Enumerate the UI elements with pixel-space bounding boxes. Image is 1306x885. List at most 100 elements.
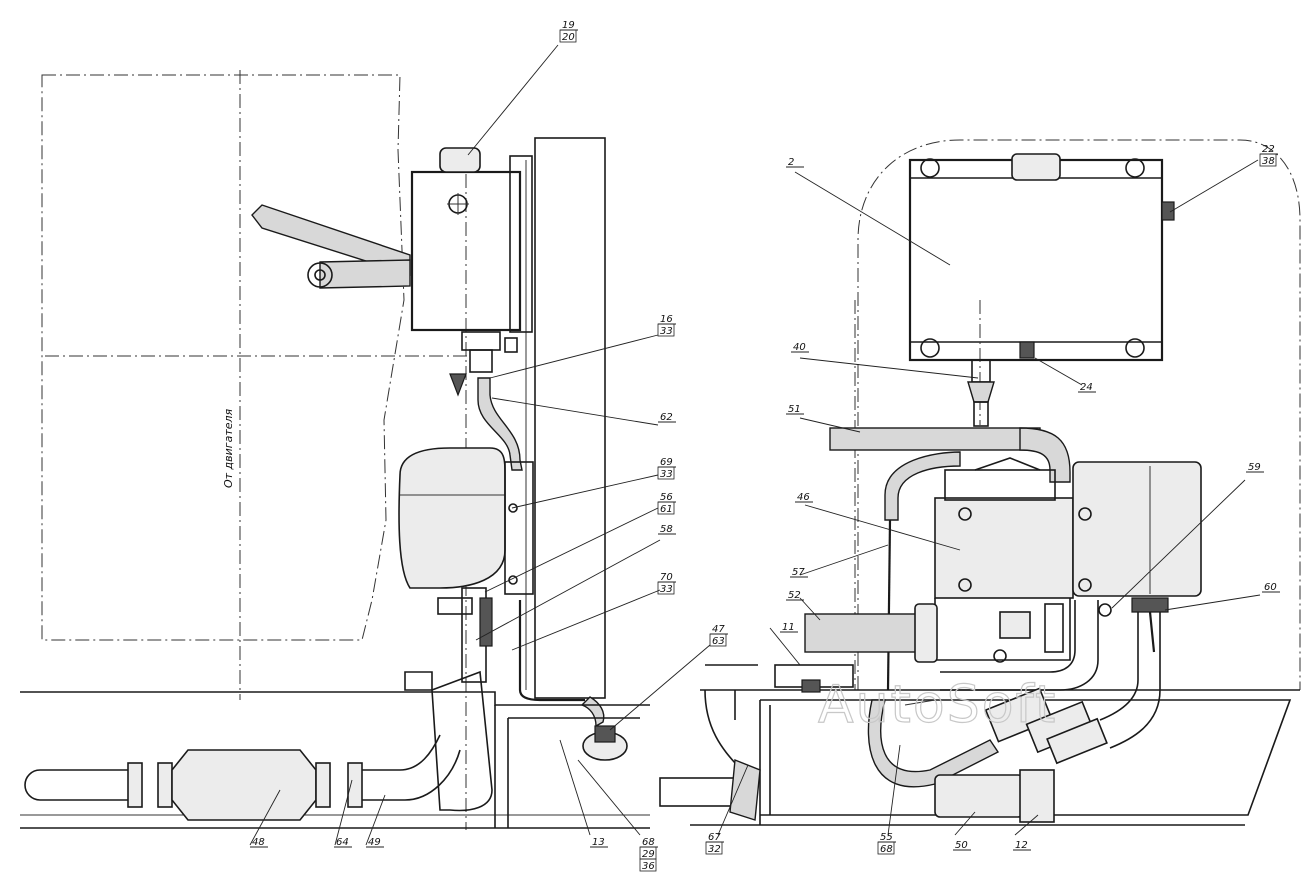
right-view: AutoSoft [659, 139, 1301, 836]
callout-64: 64 [334, 837, 352, 848]
callout-52: 52 [786, 590, 804, 601]
frame-bracket-right [759, 700, 771, 825]
watermark-text: AutoSoft [818, 675, 1057, 735]
control-cable [518, 600, 585, 702]
callout-number: 58 [660, 524, 673, 535]
air-pipe-52 [804, 613, 924, 653]
heater-mount-bracket [504, 461, 534, 595]
callout-62: 62 [658, 412, 676, 423]
callout-number: 29 [642, 849, 655, 860]
callout-46: 46 [795, 492, 813, 503]
callout-number: 61 [660, 504, 673, 515]
exhaust-pipe-left [24, 769, 131, 801]
exhaust-outlet-pipe [1099, 600, 1161, 749]
heater-housing-rear [1072, 461, 1202, 597]
callout-number: 67 [708, 832, 721, 843]
callout-number: 33 [660, 326, 673, 337]
callout-59: 59 [1246, 462, 1264, 473]
connector-block [984, 687, 1054, 743]
tank-bottom-drain [1019, 341, 1035, 359]
callout-2: 2 [786, 157, 804, 168]
clamp-12 [1019, 769, 1055, 823]
clamp-left [127, 762, 143, 808]
callout-number: 50 [955, 840, 968, 851]
callout-number: 20 [562, 32, 575, 43]
callout-number: 19 [562, 20, 575, 31]
left-view: От двигателя [20, 44, 711, 846]
tank-side-fitting [1161, 201, 1175, 221]
heater-body-left [398, 447, 506, 589]
callout-number: 33 [660, 469, 673, 480]
callout-24: 24 [1078, 382, 1096, 393]
callout-number: 49 [368, 837, 381, 848]
tank-side-bracket [509, 155, 533, 333]
callout-number: 68 [880, 844, 893, 855]
fitting-60 [1131, 597, 1169, 613]
callout-40: 40 [791, 342, 809, 353]
callout-number: 59 [1248, 462, 1261, 473]
callout-48: 48 [250, 837, 268, 848]
callout-number: 60 [1264, 582, 1277, 593]
callout-number: 22 [1262, 144, 1275, 155]
callout-57: 57 [790, 567, 808, 578]
cab-outline [857, 139, 1301, 690]
muffler [171, 749, 317, 821]
fuel-tank-front [908, 158, 1164, 362]
callout-49: 49 [366, 837, 384, 848]
callout-11: 11 [780, 622, 798, 633]
callout-number: 48 [252, 837, 265, 848]
heater-hose [884, 451, 961, 521]
callout-number: 55 [880, 832, 893, 843]
callout-number: 24 [1080, 382, 1093, 393]
heater-unit-46 [934, 497, 1074, 599]
callout-number: 64 [336, 837, 349, 848]
callout-50: 50 [953, 840, 971, 851]
engine-outline [41, 74, 405, 641]
callout-number: 2 [788, 157, 794, 168]
callout-number: 51 [788, 404, 801, 415]
fuel-line [477, 377, 523, 471]
callout-number: 40 [793, 342, 806, 353]
callout-number: 46 [797, 492, 810, 503]
exhaust-pipe-bend [1019, 427, 1071, 483]
callout-box [639, 858, 657, 872]
callout-number: 52 [788, 590, 801, 601]
callout-number: 12 [1015, 840, 1028, 851]
engine-pipe-joint [307, 262, 333, 288]
hose-55 [867, 699, 1000, 788]
callout-number: 16 [660, 314, 673, 325]
callout-number: 69 [660, 457, 673, 468]
callout-number: 13 [592, 837, 605, 848]
exhaust-pipe-51 [829, 427, 1041, 451]
engine-pipe-lower [319, 259, 411, 289]
exhaust-intake-pipe [431, 670, 493, 812]
tank-front-valve [971, 359, 991, 383]
frame-rail [20, 691, 650, 829]
exhaust-pipe-right [362, 734, 461, 801]
wire-57 [886, 519, 892, 691]
tank-filler-cap [439, 147, 481, 173]
callout-number: 33 [660, 584, 673, 595]
bulkhead-wall [534, 137, 606, 699]
callout-number: 56 [660, 492, 673, 503]
clamp-right [315, 762, 331, 808]
callout-60: 60 [1262, 582, 1280, 593]
callout-number: 36 [642, 861, 655, 872]
callout-number: 57 [792, 567, 805, 578]
callout-number: 32 [708, 844, 721, 855]
callout-number: 11 [782, 622, 795, 633]
callout-58: 58 [658, 524, 676, 535]
callout-number: 62 [660, 412, 673, 423]
tank-mount-tl [920, 158, 940, 178]
